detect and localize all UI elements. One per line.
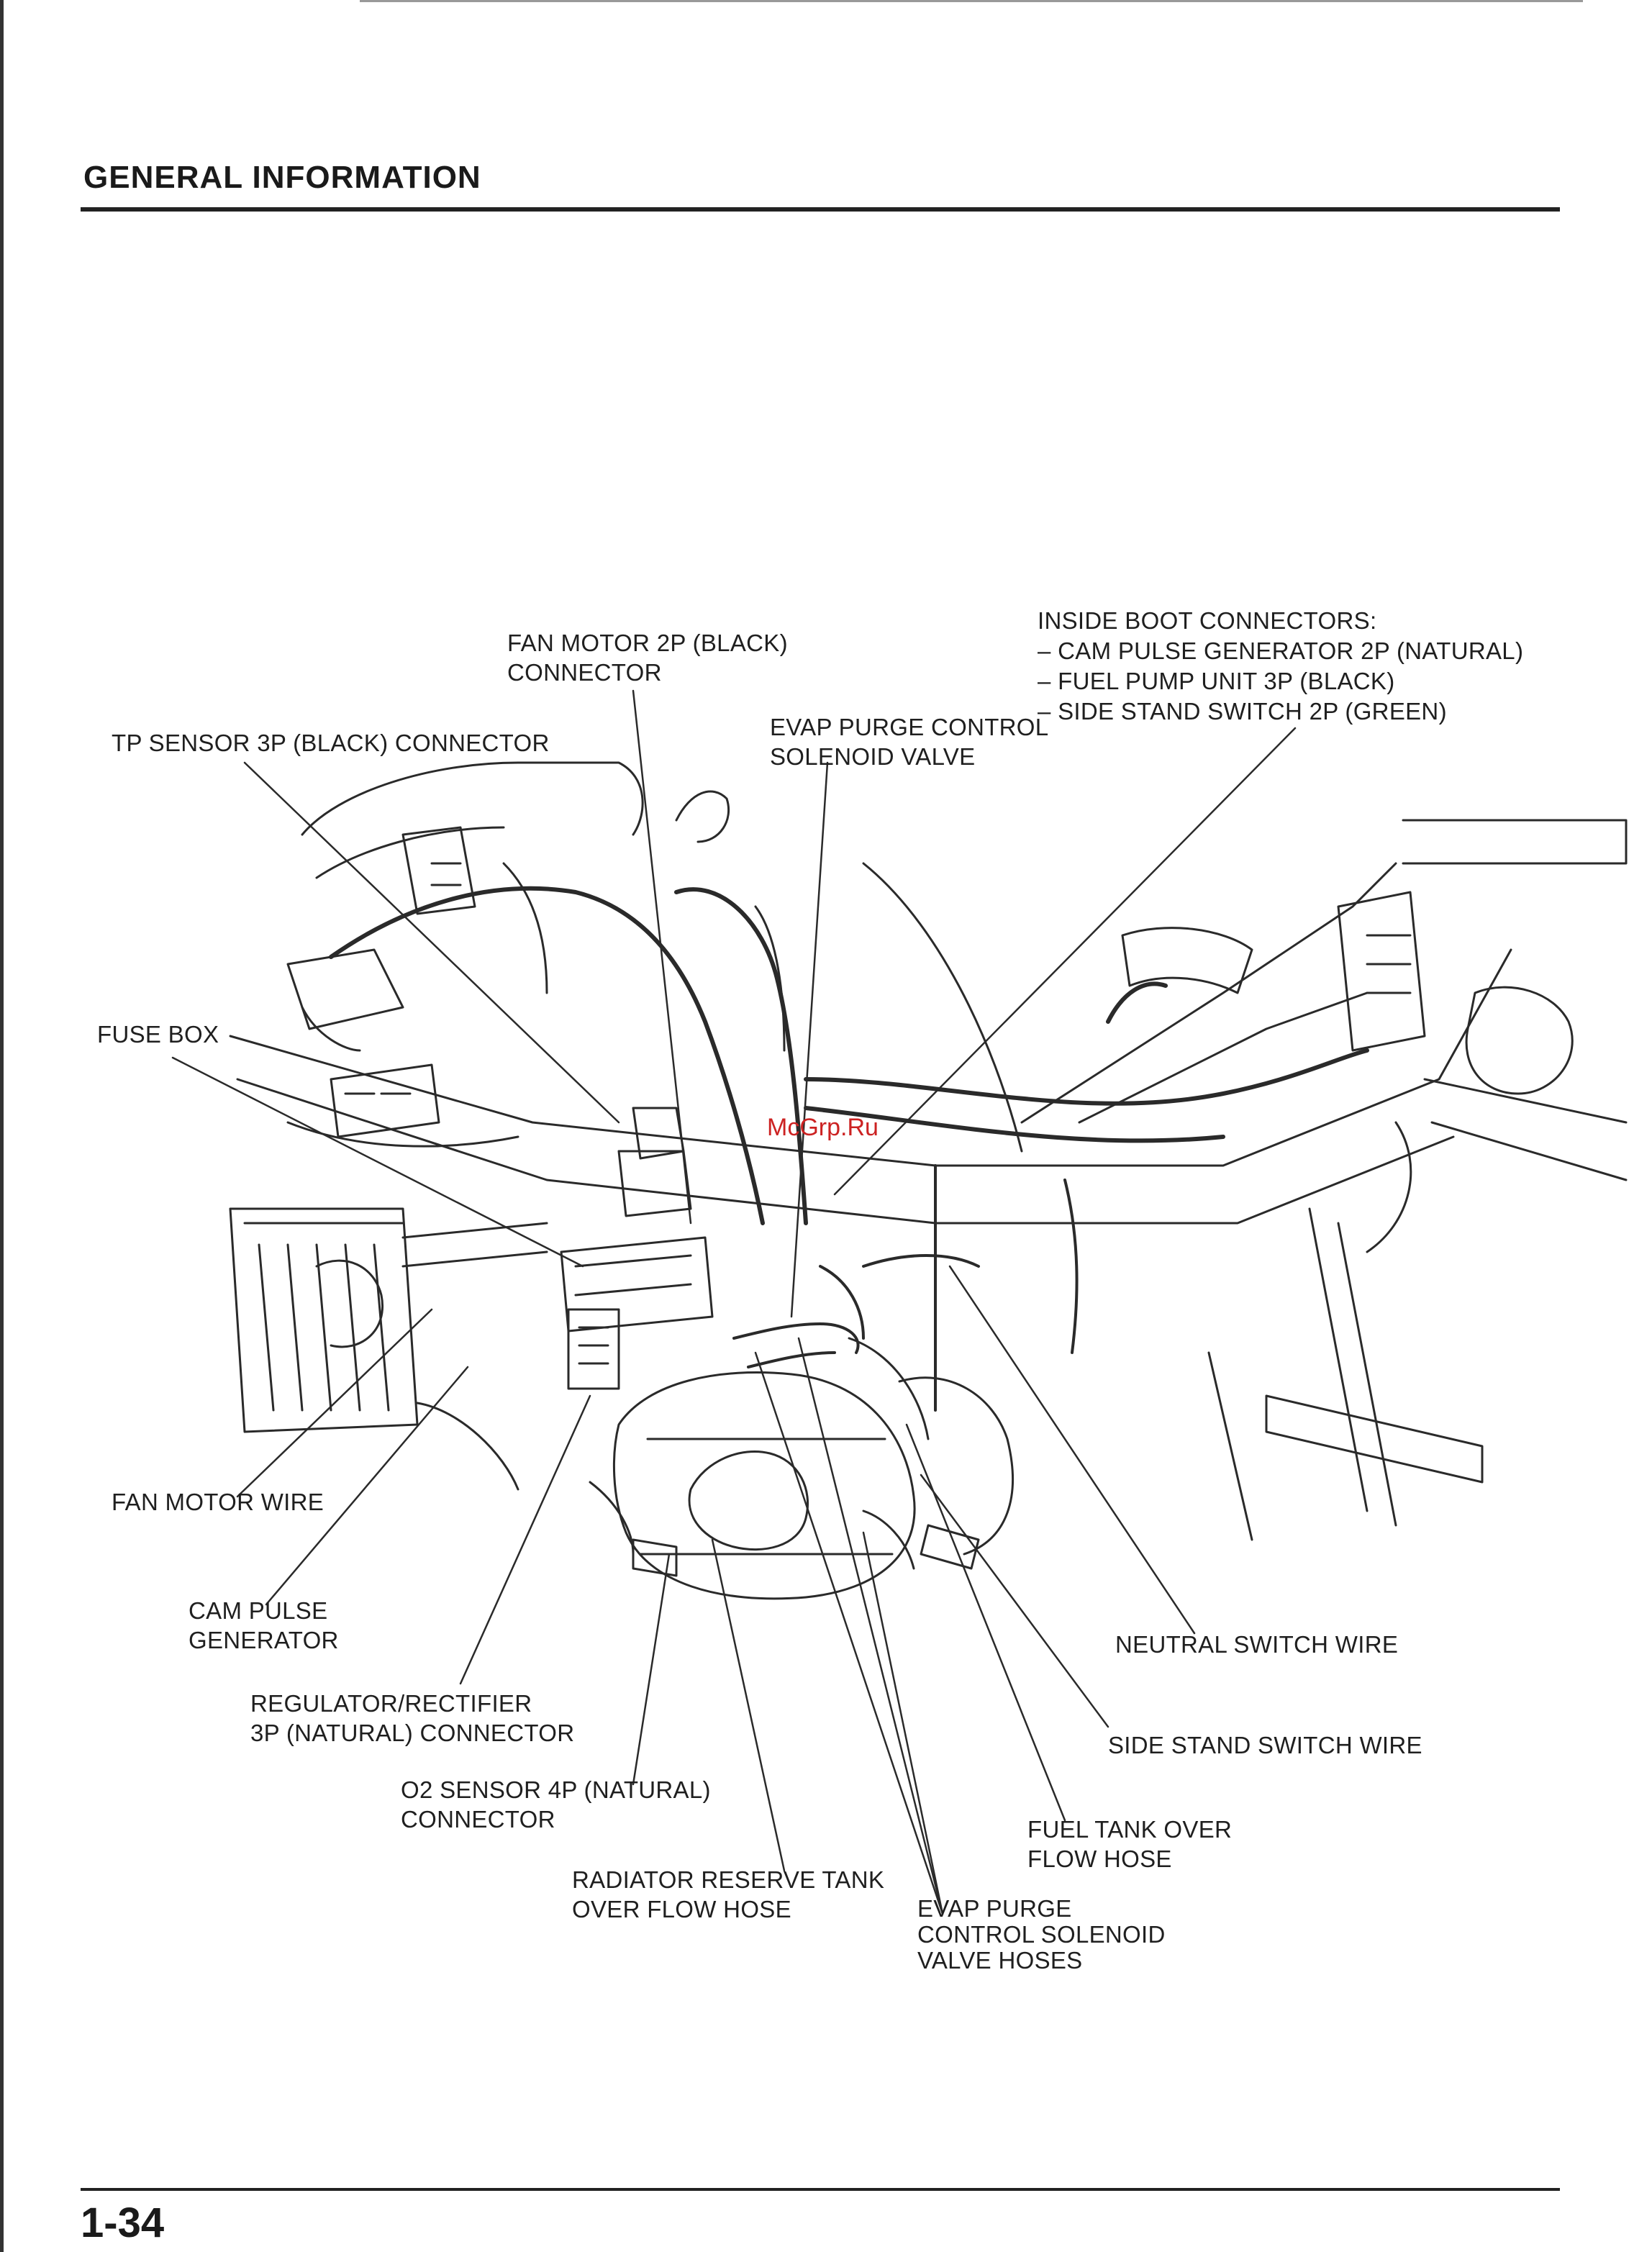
watermark: McGrp.Ru: [767, 1114, 879, 1141]
engine-cover: [589, 1337, 1014, 1600]
label-tp-sensor-connector: TP SENSOR 3P (BLACK) CONNECTOR: [112, 730, 550, 756]
header-rule: [81, 207, 1560, 212]
label-o2-sensor: O2 SENSOR 4P (NATURAL) CONNECTOR: [401, 1776, 711, 1833]
label-fan-motor-wire: FAN MOTOR WIRE: [112, 1489, 324, 1515]
footer-rule: [81, 2188, 1560, 2191]
label-fuse-box: FUSE BOX: [97, 1021, 219, 1048]
label-neutral-switch-wire: NEUTRAL SWITCH WIRE: [1115, 1631, 1399, 1658]
label-evap-purge-valve: EVAP PURGE CONTROL SOLENOID VALVE: [770, 714, 1049, 770]
radiator: [229, 1207, 548, 1491]
wiring-harness: [329, 886, 1369, 1225]
scan-edge: [0, 0, 4, 2252]
upper-engine: [286, 761, 786, 1217]
label-inside-boot-title: INSIDE BOOT CONNECTORS:: [1038, 607, 1377, 634]
label-inside-boot-item-1: – CAM PULSE GENERATOR 2P (NATURAL): [1038, 637, 1524, 664]
hoses: [732, 1164, 1079, 1412]
label-evap-purge-hoses: EVAP PURGE CONTROL SOLENOID VALVE HOSES: [917, 1895, 1166, 1974]
label-cam-pulse-generator: CAM PULSE GENERATOR: [189, 1597, 339, 1653]
label-inside-boot-item-2: – FUEL PUMP UNIT 3P (BLACK): [1038, 668, 1395, 694]
label-fuel-tank-overflow: FUEL TANK OVER FLOW HOSE: [1027, 1816, 1233, 1872]
page-title: GENERAL INFORMATION: [83, 160, 481, 195]
leader-lines: [171, 689, 1297, 1915]
page-number: 1-34: [81, 2199, 165, 2246]
fuse-box: [560, 1236, 714, 1390]
label-fan-motor-connector: FAN MOTOR 2P (BLACK) CONNECTOR: [507, 630, 788, 686]
label-regulator-rectifier: REGULATOR/RECTIFIER 3P (NATURAL) CONNECT…: [250, 1690, 575, 1746]
label-inside-boot-item-3: – SIDE STAND SWITCH 2P (GREEN): [1038, 698, 1447, 725]
label-radiator-reserve-tank: RADIATOR RESERVE TANK OVER FLOW HOSE: [572, 1866, 885, 1922]
label-side-stand-switch-wire: SIDE STAND SWITCH WIRE: [1108, 1732, 1422, 1758]
frame: [229, 819, 1628, 1541]
scan-top-edge: [360, 0, 1583, 2]
